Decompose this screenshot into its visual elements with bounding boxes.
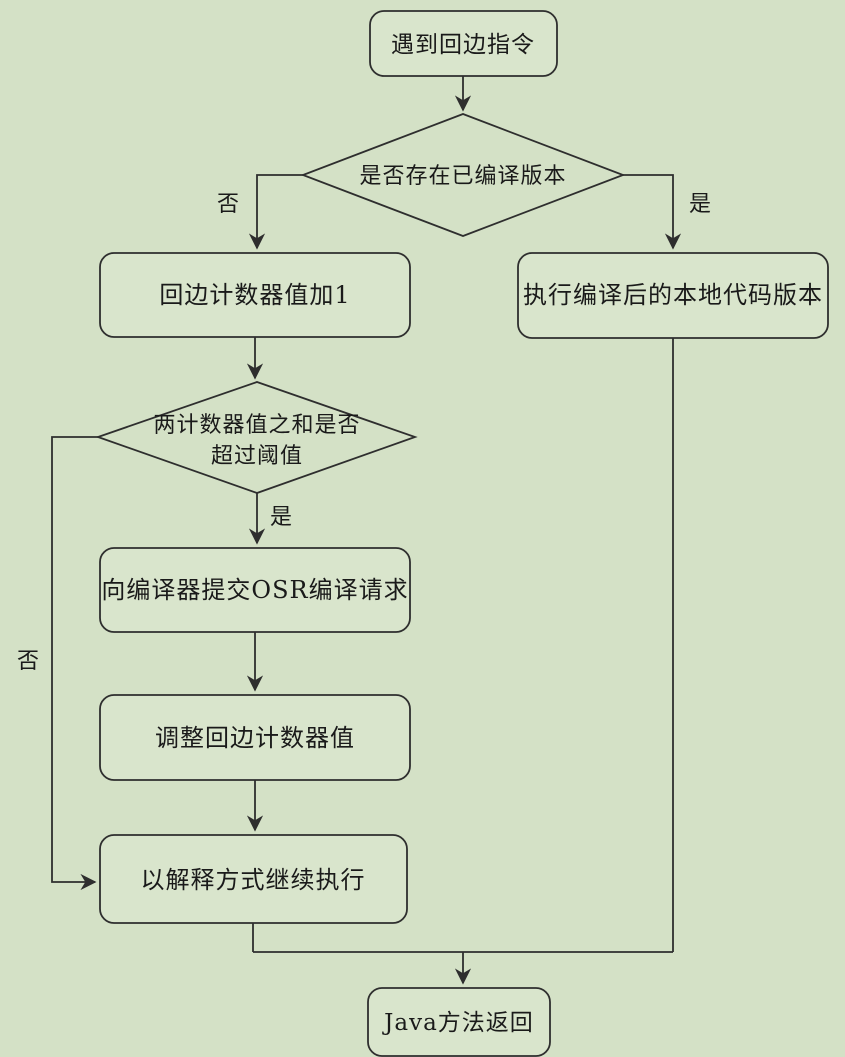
continue-interpret-node <box>99 834 408 924</box>
java-return-node <box>367 987 551 1057</box>
decision-compiled-version <box>300 113 626 237</box>
decision-threshold-label-line2: 超过阈值 <box>211 444 303 469</box>
submit-osr-label: 向编译器提交OSR编译请求 <box>101 576 408 604</box>
edge-label-threshold-yes: 是 <box>270 505 292 530</box>
decision-compiled-version-label: 是否存在已编译版本 <box>359 164 566 189</box>
execute-native-label: 执行编译后的本地代码版本 <box>523 281 823 309</box>
edge-label-compiled-yes: 是 <box>689 192 711 217</box>
edge-label-compiled-no: 否 <box>217 192 239 217</box>
decision-threshold <box>95 381 418 494</box>
execute-native-node <box>517 252 829 339</box>
decision-threshold-label-line1: 两计数器值之和是否 <box>153 413 360 438</box>
edge-decision1-no <box>248 174 303 250</box>
java-return-label: Java方法返回 <box>382 1010 534 1036</box>
submit-osr-node <box>99 547 411 633</box>
continue-interpret-label: 以解释方式继续执行 <box>141 866 366 894</box>
edge-decision1-yes <box>623 174 682 250</box>
adjust-counter-label: 调整回边计数器值 <box>155 724 355 752</box>
adjust-counter-node <box>99 694 411 781</box>
start-node-label: 遇到回边指令 <box>391 32 535 58</box>
start-node <box>369 10 558 77</box>
increment-counter-label: 回边计数器值加1 <box>159 281 350 309</box>
edge-label-threshold-no: 否 <box>17 649 39 674</box>
increment-counter-node <box>99 252 411 338</box>
edge-decision2-no-loop <box>51 436 98 891</box>
